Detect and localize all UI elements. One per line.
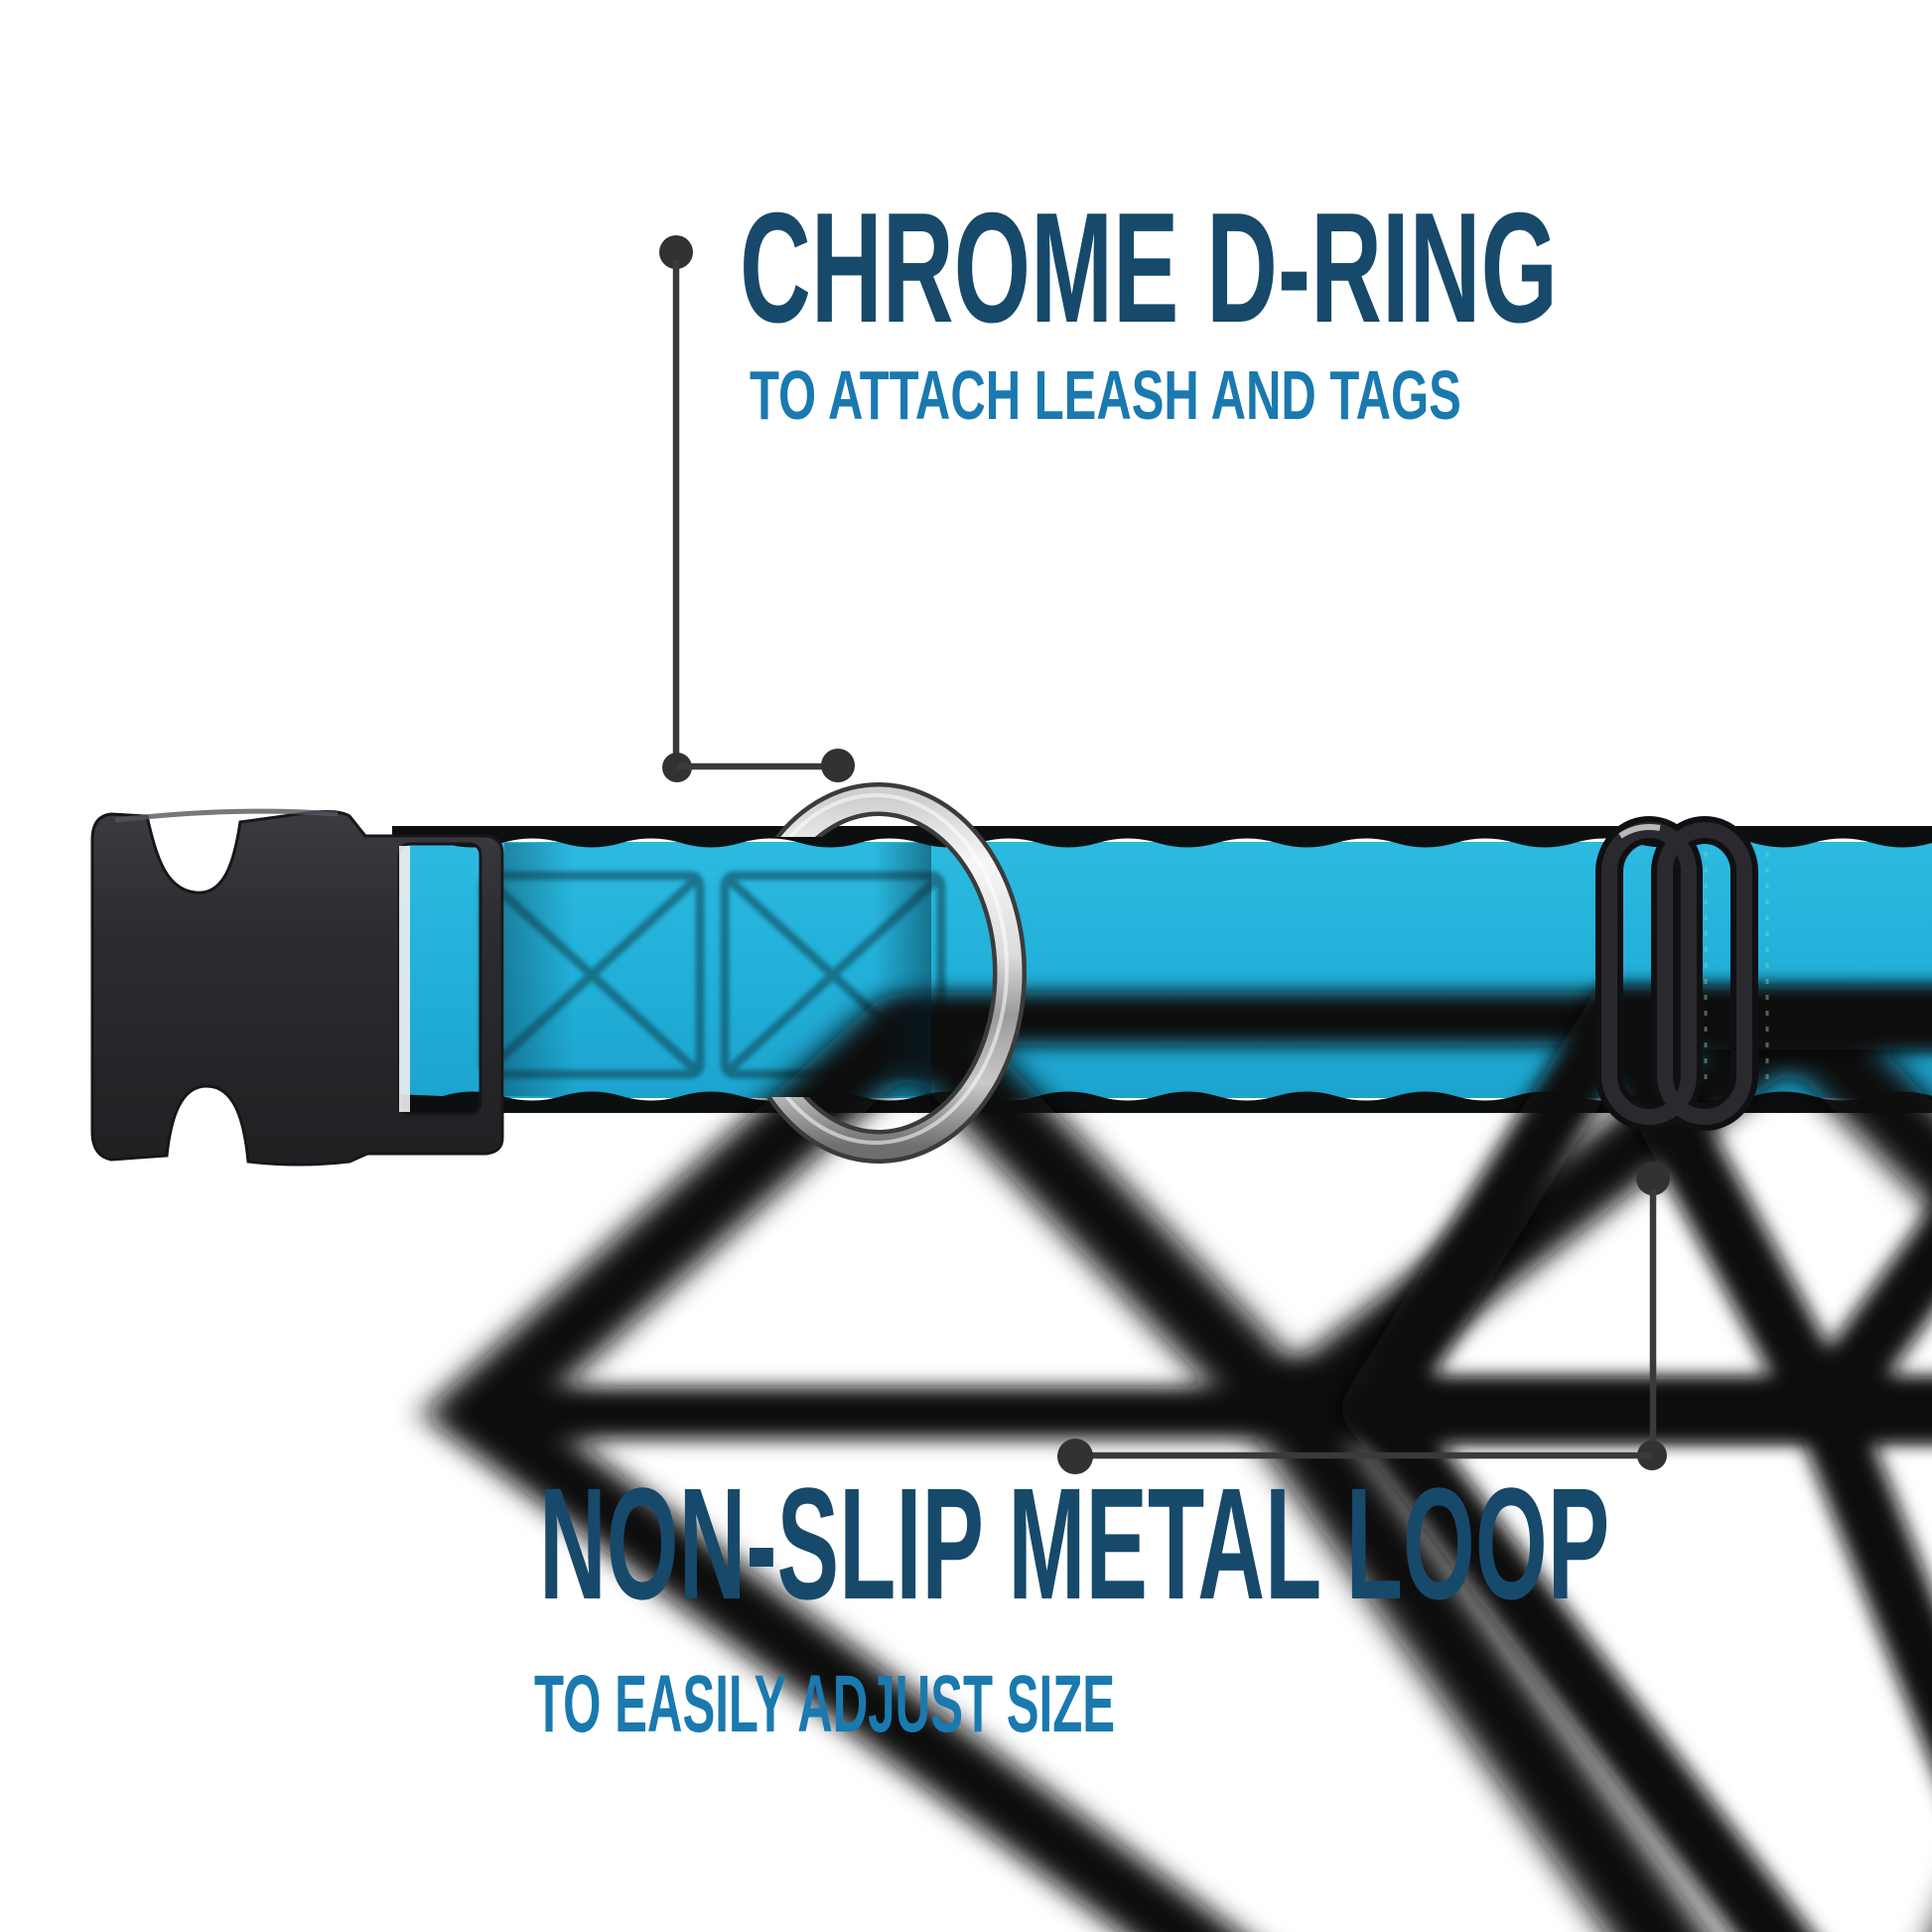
strap-shadow-left xyxy=(504,843,574,1096)
callout-bottom-subtitle: TO EASILY ADJUST SIZE xyxy=(534,1659,1116,1749)
buckle-window-highlight xyxy=(399,846,410,1112)
callout-top-subtitle: TO ATTACH LEASH AND TAGS xyxy=(750,356,1461,434)
callout-connector-bottom xyxy=(1057,1162,1670,1474)
callout-top-title: CHROME D-RING xyxy=(740,181,1558,355)
chrome-d-ring xyxy=(731,782,1027,1164)
strap-top-edge xyxy=(392,826,1932,848)
callout-connector-top xyxy=(659,235,855,782)
strap-fold-shadow xyxy=(874,843,931,1096)
callout-bottom-title: NON-SLIP METAL LOOP xyxy=(539,1454,1610,1632)
buckle-highlight xyxy=(114,808,339,823)
metal-slide-loop xyxy=(1595,816,1758,1131)
slide-loop-highlight xyxy=(1618,824,1661,839)
plastic-buckle xyxy=(90,808,504,1167)
